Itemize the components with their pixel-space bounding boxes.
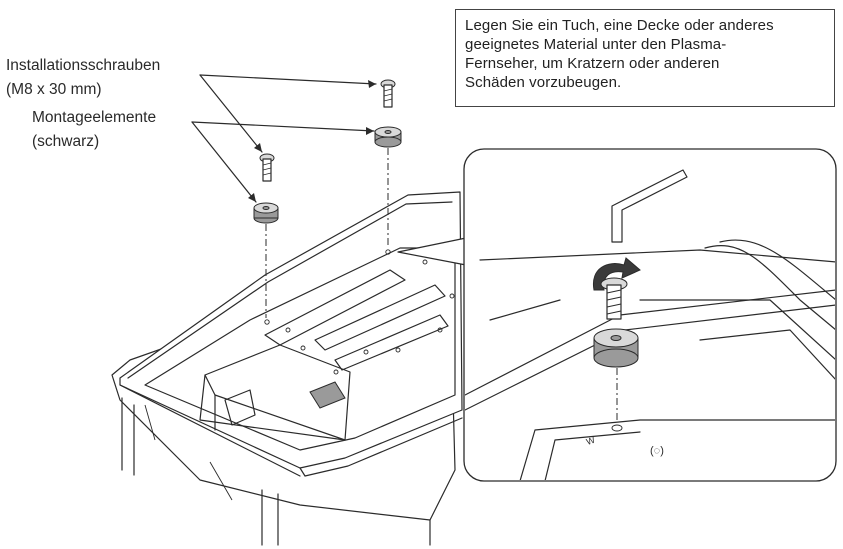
detail-screw [600, 277, 628, 320]
tv-illustration [111, 191, 463, 546]
tv-slot [264, 269, 406, 346]
label-mounts: Montageelemente [32, 109, 157, 126]
detail-recess [639, 299, 835, 361]
screw-right [380, 79, 396, 108]
tv-panel [119, 191, 463, 469]
detail-line [489, 299, 561, 321]
detail-slot [544, 431, 641, 480]
label-screws-size: (M8 x 30 mm) [6, 81, 102, 98]
tv-handle [224, 389, 256, 426]
tv-back-raised-block [199, 344, 351, 441]
note-line: Schäden vorzubeugen. [465, 74, 622, 91]
note-line: Fernseher, um Kratzern oder anderen [465, 55, 720, 72]
detail-slot [519, 419, 835, 480]
tv-panel-bottom-edge [299, 417, 463, 477]
detail-ridge [479, 249, 835, 263]
tv-terminal-box [309, 381, 346, 409]
cloth-fold [209, 461, 233, 501]
tv-back-plate [144, 247, 456, 451]
hole-symbol: (◌) [650, 445, 664, 457]
tv-slot [314, 284, 446, 351]
label-mounts-color: (schwarz) [32, 133, 100, 150]
mount-left [253, 202, 279, 224]
note-line: geeignetes Material unter den Plasma- [465, 36, 727, 53]
tv-screw-holes [264, 249, 455, 375]
detail-frame [463, 148, 837, 482]
hex-key [611, 169, 688, 243]
cloth-fold [144, 404, 156, 441]
detail-ridge-curve [719, 239, 835, 301]
detail-recess [699, 329, 835, 381]
label-screws: Installationsschrauben [6, 57, 161, 74]
hole-mark-label: W [585, 435, 597, 447]
tv-panel-front-edge [119, 384, 301, 477]
detail-ridge-curve [704, 245, 835, 331]
tv-panel-edge [127, 201, 453, 379]
screw-left [259, 153, 275, 182]
detail-hole [611, 424, 623, 432]
mount-right [374, 126, 402, 148]
detail-view: W (◌) [463, 148, 837, 482]
tv-slot [334, 314, 449, 371]
detail-mount [593, 328, 639, 368]
note-line: Legen Sie ein Tuch, eine Decke oder ande… [465, 17, 774, 34]
caution-note: Legen Sie ein Tuch, eine Decke oder ande… [455, 9, 835, 107]
leader-lines [191, 74, 377, 203]
